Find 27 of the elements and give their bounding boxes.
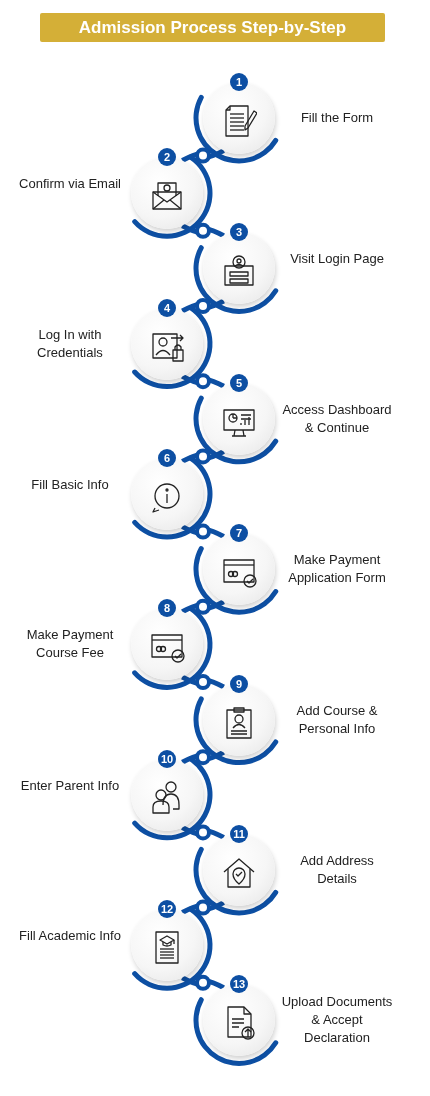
step-number: 7 bbox=[230, 524, 248, 543]
step-label: Fill Academic Info bbox=[18, 927, 122, 946]
step-number: 1 bbox=[230, 73, 248, 91]
step-label: Upload Documents & Accept Declaration bbox=[280, 993, 394, 1048]
step-label: Visit Login Page bbox=[289, 250, 385, 269]
step-number: 3 bbox=[230, 223, 248, 242]
step-label: Access Dashboard & Continue bbox=[281, 400, 393, 437]
step-number: 8 bbox=[158, 599, 176, 618]
step-label: Fill Basic Info bbox=[30, 476, 110, 494]
step-number: 11 bbox=[230, 825, 248, 843]
step-number: 6 bbox=[158, 449, 176, 467]
step-label: Log In with Credentials bbox=[36, 325, 104, 362]
step-number: 13 bbox=[230, 975, 248, 994]
title-banner: Admission Process Step-by-Step bbox=[40, 13, 385, 42]
step-label: Make Payment Course Fee bbox=[25, 626, 115, 663]
step-label: Make Payment Application Form bbox=[287, 551, 387, 588]
step-label: Add Address Details bbox=[299, 852, 375, 888]
step-number: 10 bbox=[158, 749, 176, 768]
step-label: Confirm via Email bbox=[18, 175, 122, 194]
step-label: Enter Parent Info bbox=[19, 776, 121, 795]
step-number: 5 bbox=[230, 373, 248, 392]
step-label: Fill the Form bbox=[299, 109, 375, 127]
step-number: 9 bbox=[230, 674, 248, 693]
step-label: Add Course & Personal Info bbox=[295, 701, 379, 738]
step-number: 4 bbox=[158, 298, 176, 317]
step-number: 12 bbox=[158, 900, 176, 919]
step-number: 2 bbox=[158, 148, 176, 167]
